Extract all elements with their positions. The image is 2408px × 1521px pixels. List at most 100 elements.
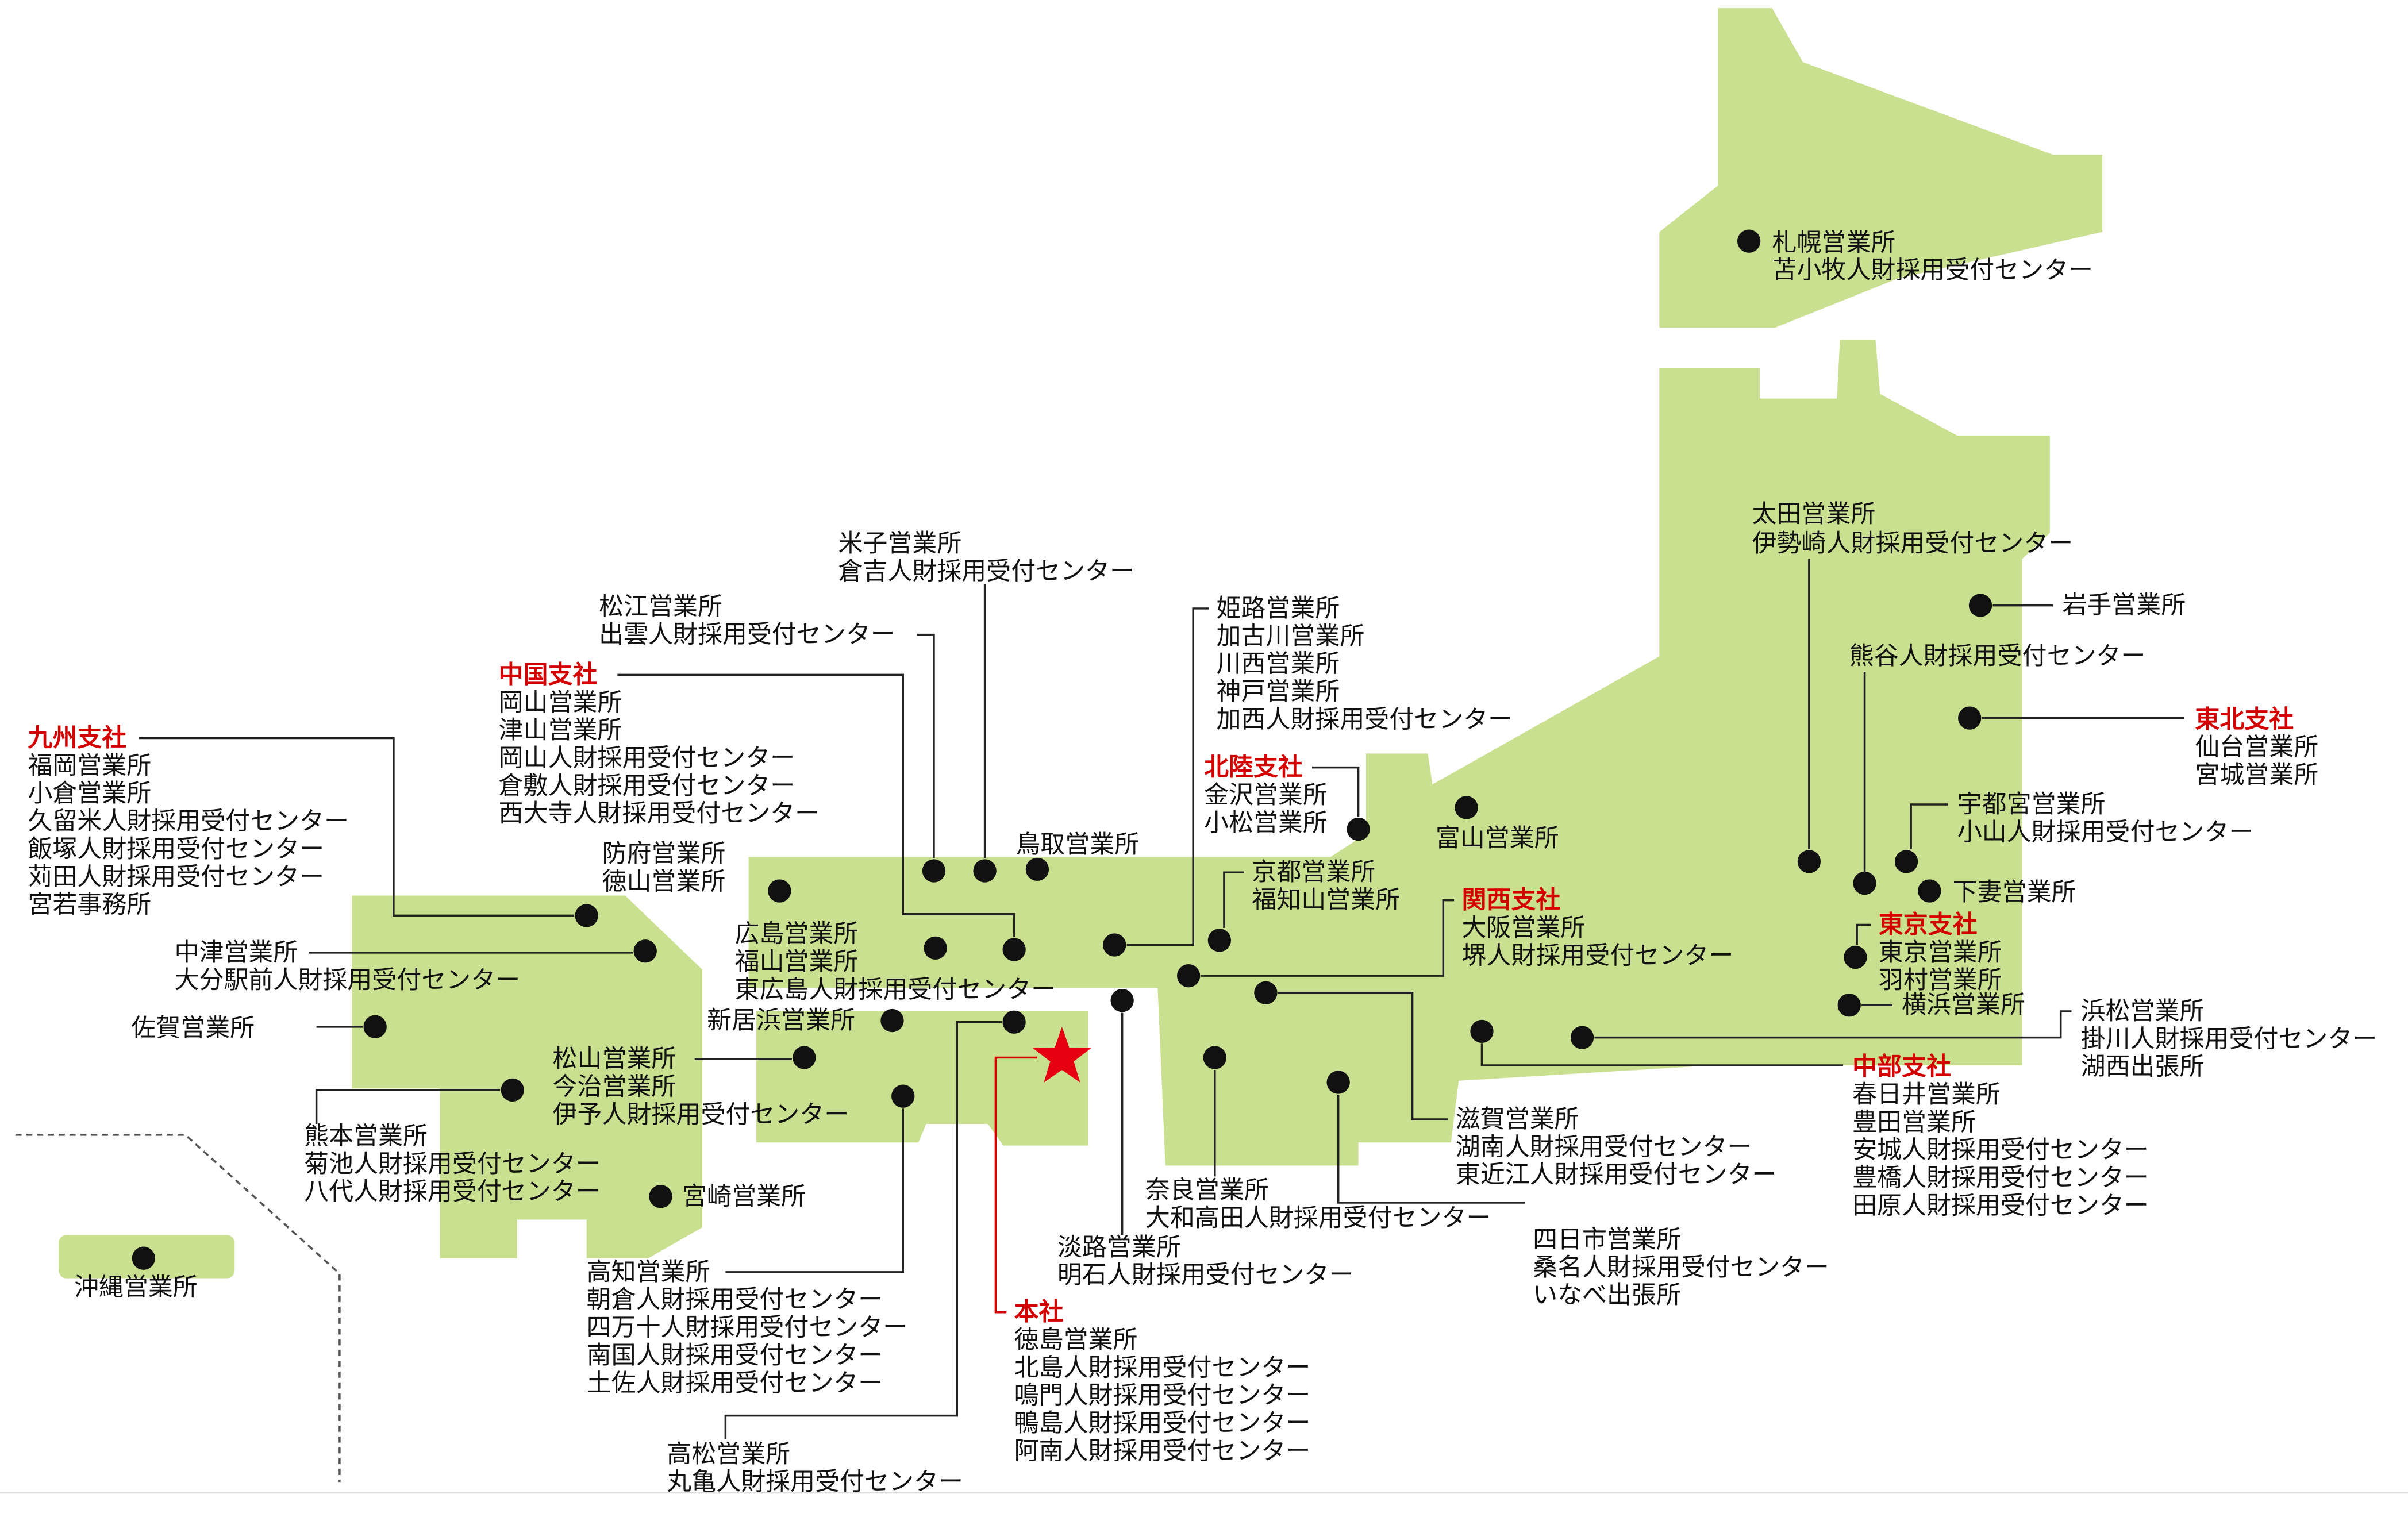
office-name: 下妻営業所 — [1953, 878, 2076, 907]
land-honshu — [748, 340, 2050, 1166]
office-name: 徳山営業所 — [602, 867, 726, 896]
office-name: 鳥取営業所 — [1015, 830, 1139, 859]
branch-group: 関西支社 大阪営業所 堺人財採用受付センター — [1462, 886, 1734, 971]
office-name: 倉吉人財採用受付センター — [838, 557, 1134, 586]
office-marker — [649, 1185, 672, 1208]
office-marker — [924, 936, 947, 960]
leader-line — [139, 737, 575, 917]
office-group: 札幌営業所 苫小牧人財採用受付センター — [1772, 228, 2093, 284]
office-marker — [1853, 871, 1876, 895]
office-marker — [1958, 706, 1982, 730]
office-markers — [132, 229, 1992, 1270]
office-name: 飯塚人財採用受付センター — [28, 835, 324, 864]
office-name: 米子営業所 — [838, 529, 961, 558]
office-marker — [891, 1084, 915, 1108]
office-marker — [501, 1078, 524, 1102]
office-group: 高松営業所 丸亀人財採用受付センター — [667, 1440, 963, 1496]
office-name: 高知営業所 — [587, 1258, 710, 1287]
office-name: 豊橋人財採用受付センター — [1852, 1164, 2149, 1192]
office-name: 金沢営業所 — [1204, 781, 1328, 810]
office-name: 福岡営業所 — [28, 752, 151, 780]
office-name: 四万十人財採用受付センター — [587, 1314, 908, 1342]
office-name: 熊本営業所 — [304, 1122, 428, 1151]
office-name: 中津営業所 — [175, 938, 298, 967]
office-name: 岩手営業所 — [2062, 591, 2186, 620]
head-office-star-icon — [1032, 1026, 1091, 1083]
office-name: 東近江人財採用受付センター — [1456, 1161, 1777, 1189]
office-name: 朝倉人財採用受付センター — [587, 1285, 883, 1314]
office-name: 滋賀営業所 — [1456, 1105, 1579, 1134]
office-name: 土佐人財採用受付センター — [587, 1369, 883, 1397]
office-name: 苅田人財採用受付センター — [28, 862, 324, 891]
leader-line — [617, 673, 1015, 938]
office-name: 熊谷人財採用受付センター — [1849, 642, 2146, 671]
office-marker — [880, 1008, 904, 1033]
office-name: 明石人財採用受付センター — [1057, 1261, 1354, 1289]
office-marker — [1844, 945, 1867, 969]
office-name: 羽村営業所 — [1879, 966, 2002, 995]
branch-group: 九州支社 福岡営業所 小倉営業所 久留米人財採用受付センター 飯塚人財採用受付セ… — [28, 724, 349, 919]
office-group: 姫路営業所 加古川営業所 川西営業所 神戸営業所 加西人財採用受付センター — [1216, 594, 1513, 734]
office-name: 伊予人財採用受付センター — [553, 1100, 849, 1129]
office-marker — [1002, 1010, 1026, 1034]
okinawa-divider-line — [15, 1134, 341, 1483]
leader-line — [1223, 871, 1244, 928]
office-name: 福知山営業所 — [1252, 886, 1400, 915]
office-group: 熊谷人財採用受付センター — [1849, 642, 2146, 671]
office-name: 丸亀人財採用受付センター — [667, 1468, 963, 1496]
office-marker — [1203, 1046, 1226, 1069]
office-name: 湖西出張所 — [2081, 1053, 2205, 1081]
office-name: 岡山営業所 — [499, 688, 622, 717]
office-marker — [1347, 817, 1370, 841]
office-marker — [1002, 938, 1026, 961]
office-name: 大阪営業所 — [1462, 914, 1586, 942]
office-group: 京都営業所 福知山営業所 — [1252, 858, 1400, 914]
office-marker — [1110, 989, 1134, 1012]
office-name: 加古川営業所 — [1216, 622, 1364, 650]
office-group: 富山営業所 — [1436, 824, 1559, 853]
office-group: 淡路営業所 明石人財採用受付センター — [1057, 1233, 1354, 1289]
office-name: 川西営業所 — [1216, 650, 1340, 679]
office-group: 新居浜営業所 — [707, 1006, 855, 1035]
leader-line — [1856, 923, 1871, 945]
office-marker — [1918, 879, 1941, 903]
office-name: 福山営業所 — [734, 948, 858, 976]
office-group: 松山営業所 今治営業所 伊予人財採用受付センター — [553, 1045, 849, 1129]
office-name: 出雲人財採用受付センター — [599, 621, 895, 649]
office-group: 米子営業所 倉吉人財採用受付センター — [838, 529, 1134, 586]
land-kyushu — [352, 895, 703, 1258]
office-group: 佐賀営業所 — [131, 1014, 255, 1043]
office-marker — [973, 859, 997, 883]
office-group: 松江営業所 出雲人財採用受付センター — [599, 592, 895, 649]
office-name: 奈良営業所 — [1145, 1176, 1269, 1205]
office-name: 沖縄営業所 — [74, 1273, 198, 1302]
office-name: 淡路営業所 — [1057, 1233, 1181, 1262]
office-name: 加西人財採用受付センター — [1216, 705, 1513, 734]
leader-line — [724, 1021, 1002, 1439]
office-name: 松江営業所 — [599, 592, 722, 621]
office-name: 富山営業所 — [1436, 824, 1559, 853]
office-marker — [922, 859, 946, 883]
office-name: 東京営業所 — [1879, 938, 2002, 967]
office-name: 今治営業所 — [553, 1073, 676, 1102]
office-name: 小倉営業所 — [28, 779, 151, 808]
office-name: 苫小牧人財採用受付センター — [1772, 256, 2093, 285]
branch-name: 九州支社 — [28, 724, 126, 753]
office-name: 西大寺人財採用受付センター — [499, 799, 820, 828]
office-name: 春日井営業所 — [1852, 1080, 2001, 1109]
office-group: 沖縄営業所 — [74, 1273, 198, 1302]
office-name: 伊勢崎人財採用受付センター — [1752, 529, 2073, 558]
office-marker — [1470, 1019, 1494, 1043]
office-marker — [1254, 981, 1278, 1004]
office-group: 広島営業所 福山営業所 東広島人財採用受付センター — [734, 920, 1056, 1004]
office-group: 鳥取営業所 — [1015, 830, 1139, 859]
office-name: 菊池人財採用受付センター — [304, 1150, 601, 1179]
office-group: 下妻営業所 — [1953, 878, 2076, 907]
office-marker — [1207, 929, 1232, 952]
office-marker — [1455, 796, 1478, 819]
office-name: 浜松営業所 — [2081, 997, 2205, 1026]
branch-name: 中部支社 — [1852, 1053, 1951, 1081]
office-marker — [132, 1246, 155, 1270]
branch-group: 東北支社 仙台営業所 宮城営業所 — [2195, 705, 2318, 790]
office-marker — [1797, 850, 1821, 873]
